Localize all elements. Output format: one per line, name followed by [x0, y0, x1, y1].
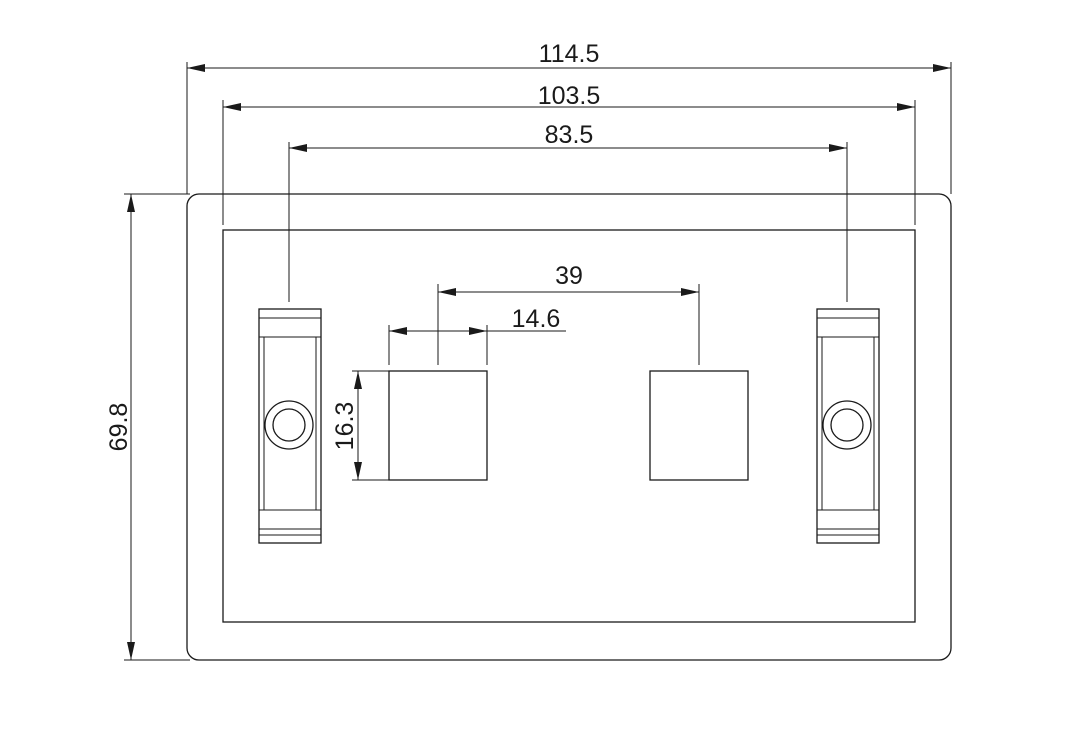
- inner-width-label: 103.5: [538, 82, 601, 110]
- outer-plate: [186, 193, 952, 661]
- overall-height-label: 69.8: [105, 403, 133, 452]
- left-mounting-bracket: [258, 308, 322, 544]
- right-screw-hole-outer: [822, 400, 872, 450]
- dimension-overall-width: 114.5: [186, 40, 952, 194]
- inner-frame: [222, 229, 916, 623]
- overall-width-label: 114.5: [539, 40, 600, 68]
- dimension-cutout-width: 14.6: [388, 305, 566, 365]
- left-cutout: [388, 370, 488, 481]
- cutout-height-label: 16.3: [331, 402, 359, 451]
- dimension-mount-spacing: 83.5: [288, 121, 848, 302]
- left-screw-hole-outer: [264, 400, 314, 450]
- right-mounting-bracket: [816, 308, 880, 544]
- dimension-cutout-spacing: 39: [437, 262, 700, 365]
- mount-spacing-label: 83.5: [545, 121, 594, 149]
- dimension-inner-width: 103.5: [222, 82, 916, 225]
- dimension-cutout-height: 16.3: [331, 370, 389, 481]
- cutout-width-label: 14.6: [512, 305, 561, 333]
- right-screw-hole-inner: [830, 408, 864, 442]
- cutout-spacing-label: 39: [555, 262, 583, 290]
- right-cutout: [649, 370, 749, 481]
- left-screw-hole-inner: [272, 408, 306, 442]
- dimension-overall-height: 69.8: [105, 193, 190, 661]
